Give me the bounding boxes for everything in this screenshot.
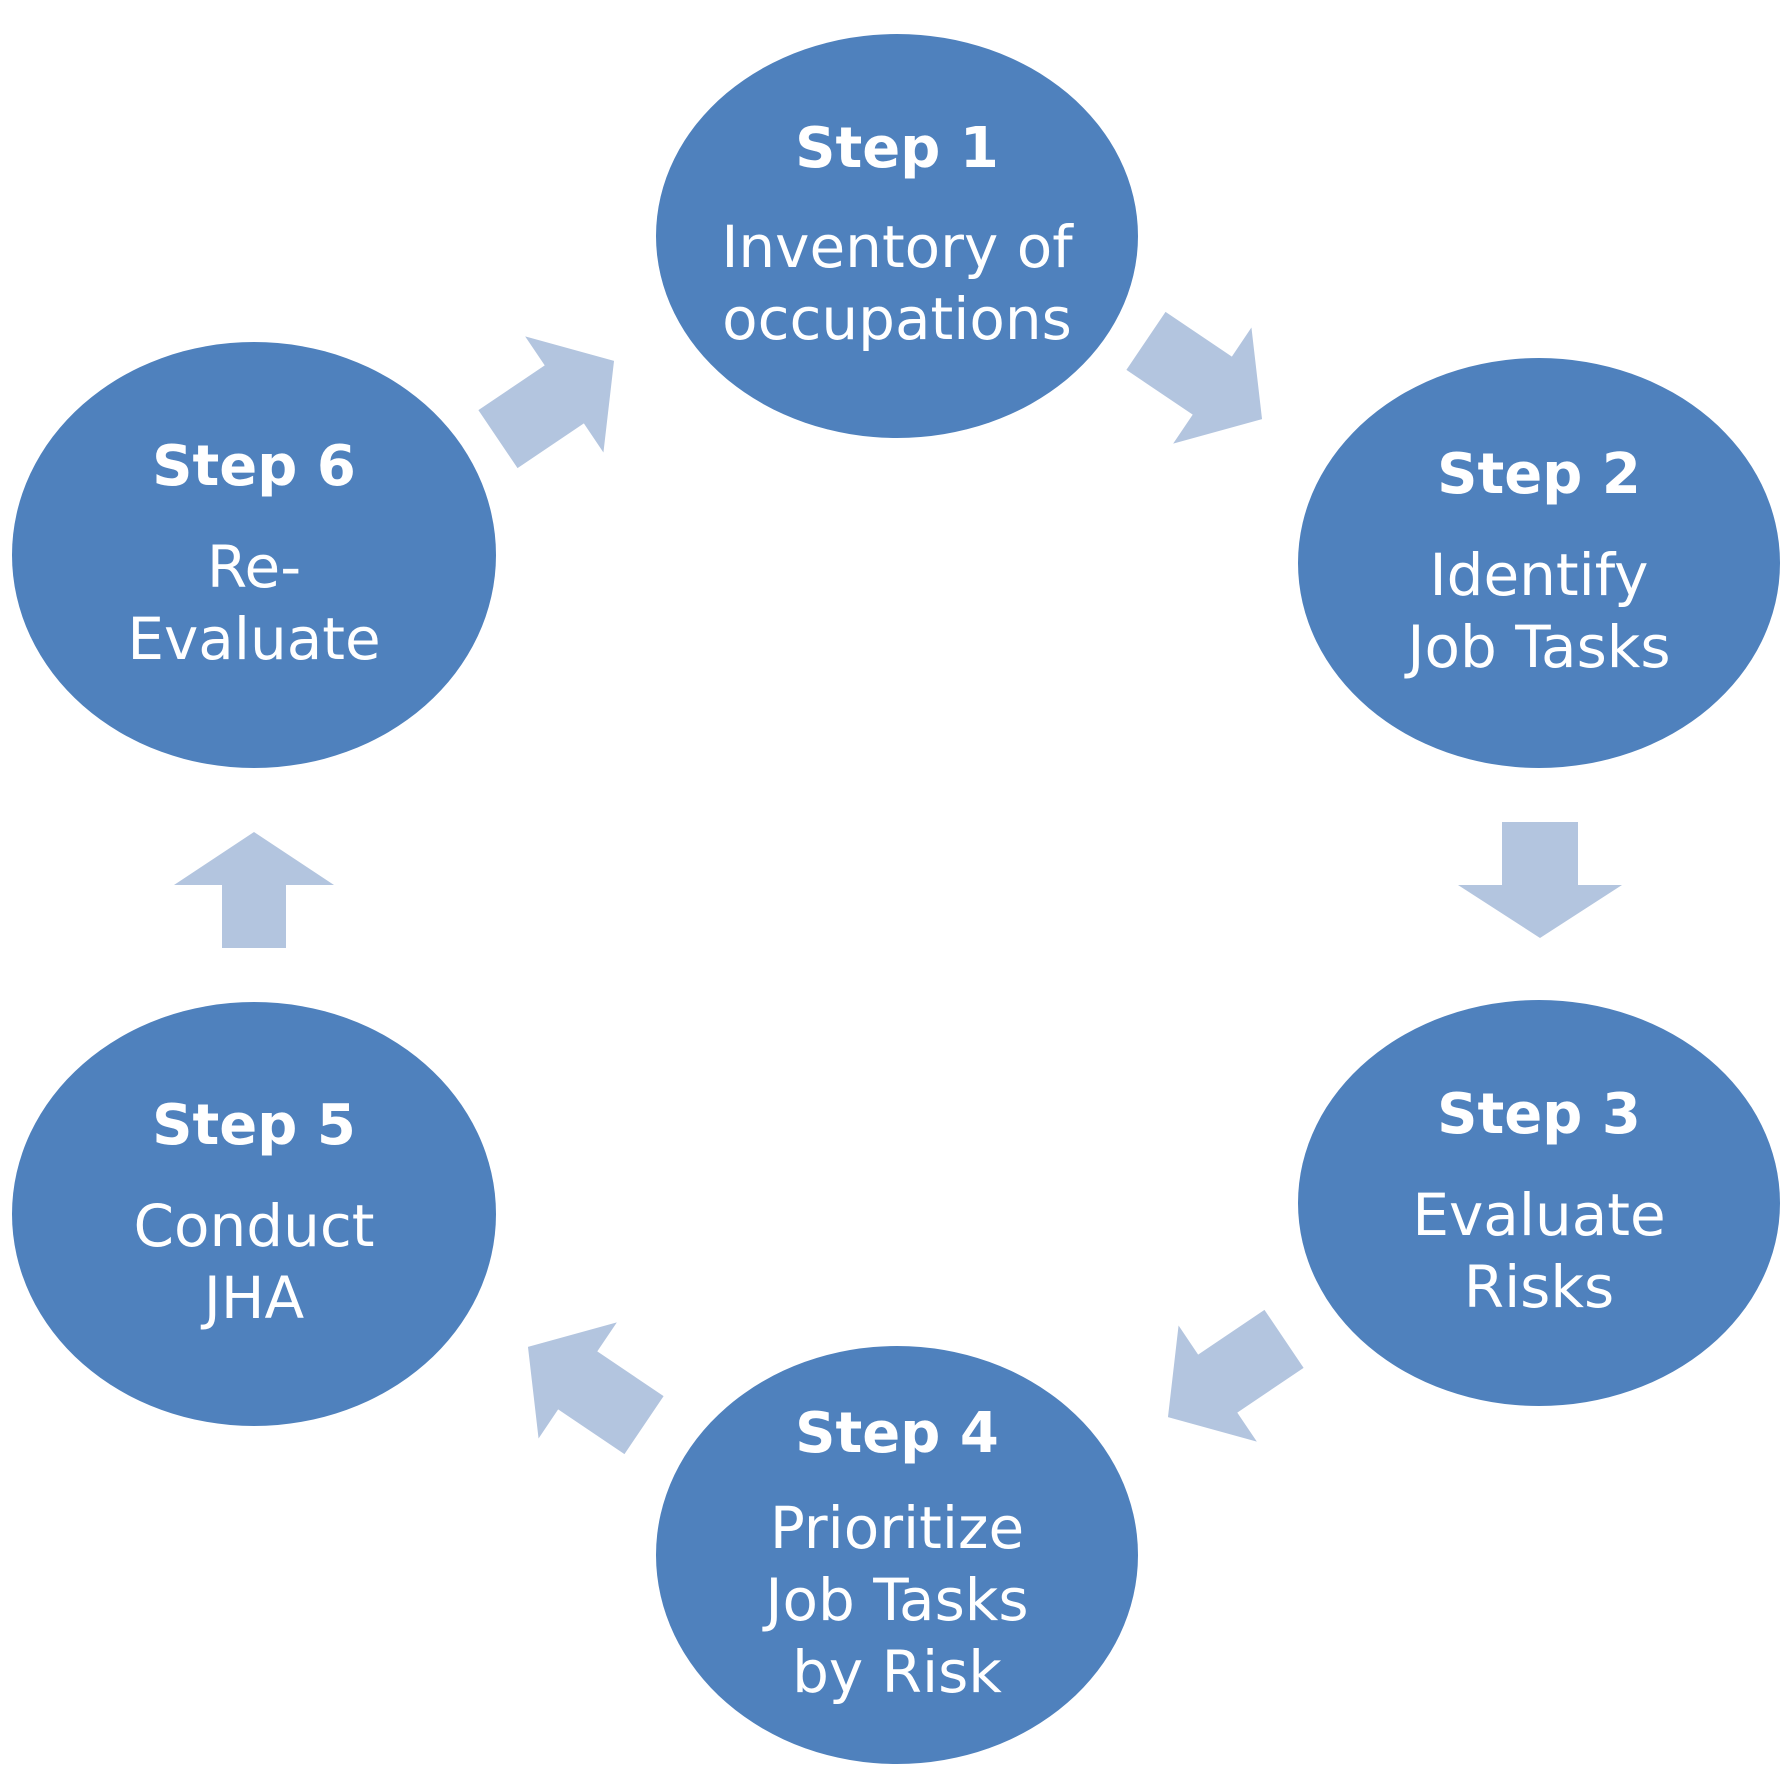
arrow-6-to-1 [478, 336, 615, 469]
step-4-label: Step 4 [795, 1401, 999, 1466]
step-4-description: Prioritize Job Tasks by Risk [765, 1494, 1029, 1706]
step-2-node: Step 2 Identify Job Tasks [1298, 358, 1780, 768]
step-4-node: Step 4 Prioritize Job Tasks by Risk [656, 1346, 1138, 1764]
step-3-label: Step 3 [1437, 1082, 1641, 1147]
step-3-node: Step 3 Evaluate Risks [1298, 1000, 1780, 1406]
step-5-label: Step 5 [152, 1093, 356, 1158]
step-2-label: Step 2 [1437, 442, 1641, 507]
step-6-label: Step 6 [152, 434, 356, 499]
step-1-description: Inventory of occupations [721, 213, 1073, 353]
step-5-description: Conduct JHA [133, 1192, 375, 1332]
step-3-description: Evaluate Risks [1412, 1181, 1666, 1321]
step-6-description: Re- Evaluate [127, 533, 381, 673]
step-6-node: Step 6 Re- Evaluate [12, 342, 496, 768]
arrow-1-to-2 [1126, 311, 1263, 444]
arrow-3-to-4 [1167, 1309, 1304, 1442]
arrow-5-to-6 [174, 832, 334, 948]
step-1-label: Step 1 [795, 116, 999, 181]
step-5-node: Step 5 Conduct JHA [12, 1002, 496, 1426]
arrow-4-to-5 [527, 1322, 664, 1455]
step-1-node: Step 1 Inventory of occupations [656, 34, 1138, 438]
arrow-2-to-3 [1458, 822, 1622, 938]
step-2-description: Identify Job Tasks [1407, 541, 1671, 681]
